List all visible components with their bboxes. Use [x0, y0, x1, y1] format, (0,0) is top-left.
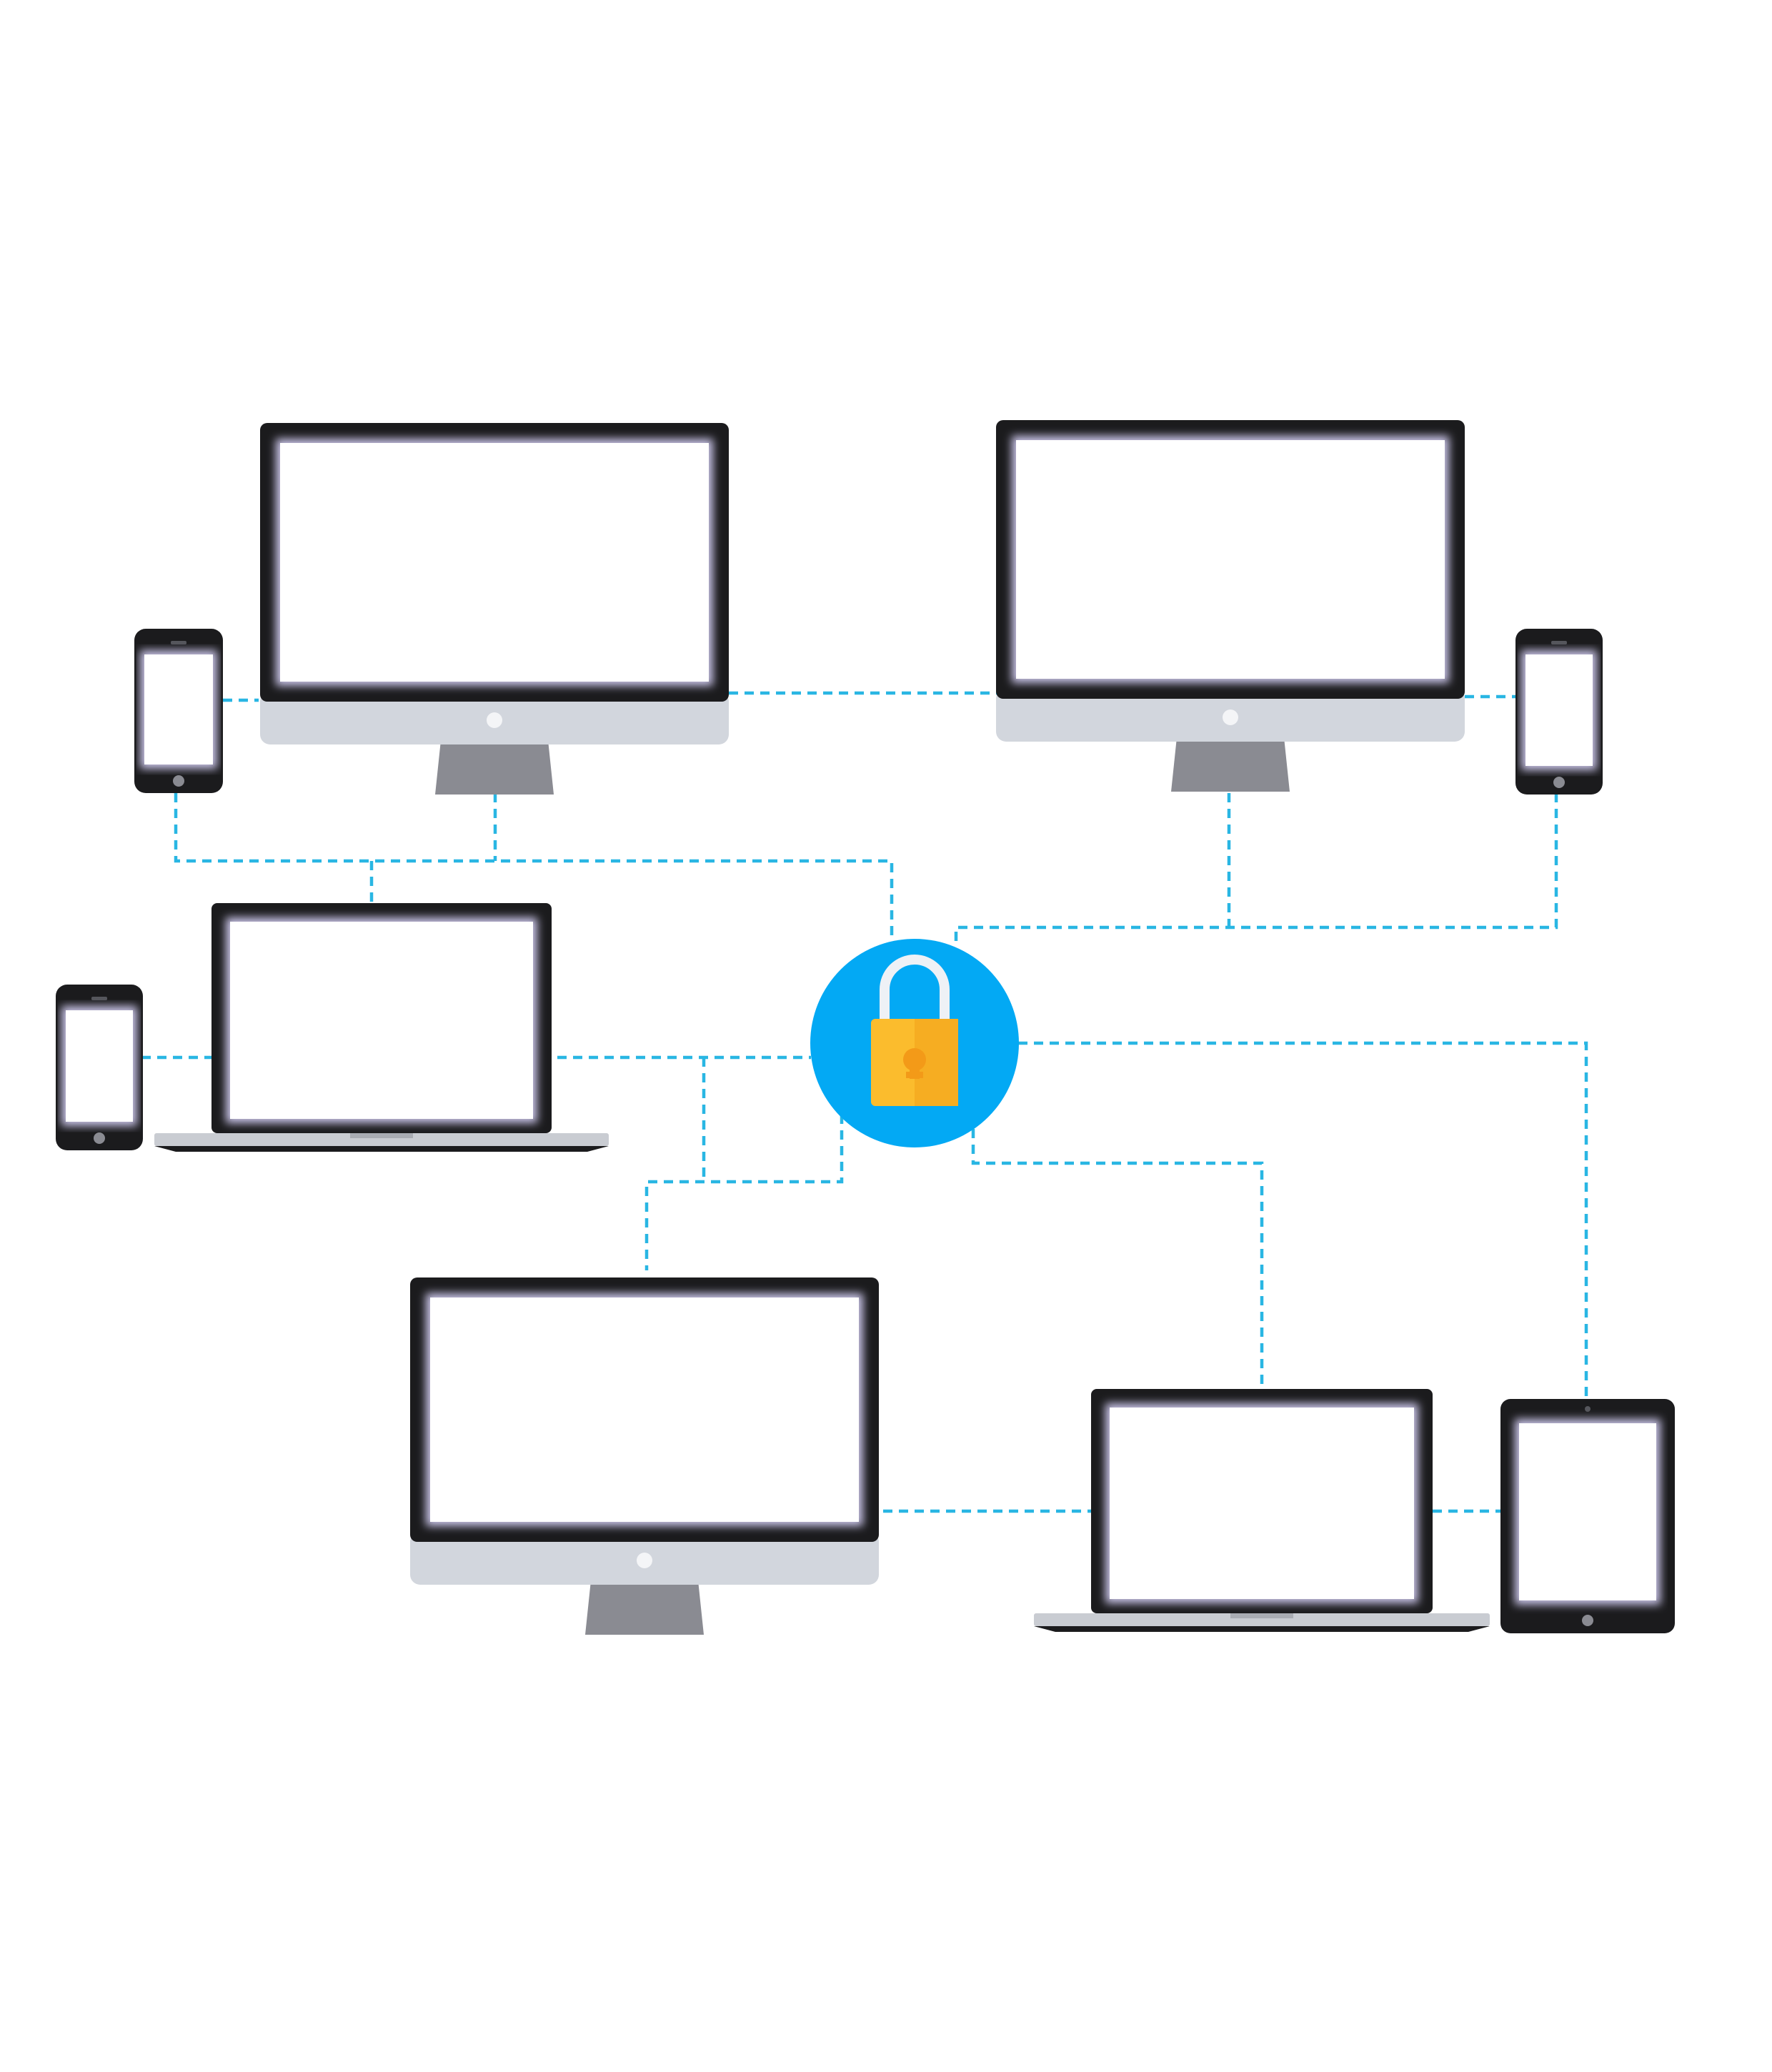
home-button	[1553, 777, 1565, 788]
laptop-bottom-right	[1034, 1389, 1490, 1632]
laptop-base	[154, 1133, 609, 1146]
laptop-lip	[154, 1146, 609, 1152]
screen	[1525, 654, 1593, 766]
speaker-slot	[171, 641, 186, 644]
monitor-bottom	[410, 1277, 879, 1635]
camera-dot	[637, 1553, 652, 1568]
laptop-base	[1034, 1613, 1490, 1626]
monitor-top-right	[996, 420, 1465, 792]
phone-left	[56, 985, 143, 1150]
monitor-stand	[435, 740, 554, 795]
monitor-stand	[1171, 737, 1290, 792]
camera-dot	[1585, 1406, 1591, 1412]
padlock-shackle	[880, 955, 950, 1022]
screen	[280, 443, 709, 682]
laptop-left	[154, 903, 609, 1152]
screen	[66, 1010, 133, 1122]
monitor-stand	[585, 1580, 704, 1635]
home-button	[94, 1132, 105, 1144]
connector-line	[174, 793, 894, 942]
devices	[56, 420, 1675, 1635]
screen	[1016, 440, 1445, 679]
tablet-right	[1500, 1399, 1675, 1633]
home-button	[173, 775, 184, 787]
screen	[1519, 1423, 1656, 1600]
speaker-slot	[91, 997, 107, 1000]
home-button	[1582, 1615, 1593, 1626]
screen	[1110, 1408, 1414, 1599]
phone-top-left	[134, 629, 223, 793]
screen	[230, 922, 533, 1119]
screen	[144, 654, 213, 764]
keyhole-icon	[903, 1048, 926, 1071]
screen	[430, 1298, 859, 1522]
keyhole-base	[906, 1072, 923, 1078]
connector-line	[1018, 1041, 1588, 1399]
camera-dot	[1223, 709, 1238, 725]
security-hub	[810, 939, 1019, 1147]
laptop-lip	[1034, 1626, 1490, 1632]
monitor-top-left	[260, 423, 729, 795]
connector-line	[644, 1115, 844, 1270]
camera-dot	[487, 712, 502, 728]
connector-line	[971, 1129, 1264, 1390]
connector-lines	[141, 691, 1588, 1513]
phone-top-right	[1515, 629, 1603, 795]
trackpad-notch	[350, 1133, 413, 1138]
trackpad-notch	[1230, 1613, 1293, 1618]
padlock-icon	[871, 1019, 958, 1106]
speaker-slot	[1551, 641, 1567, 644]
connector-line	[954, 793, 1558, 942]
